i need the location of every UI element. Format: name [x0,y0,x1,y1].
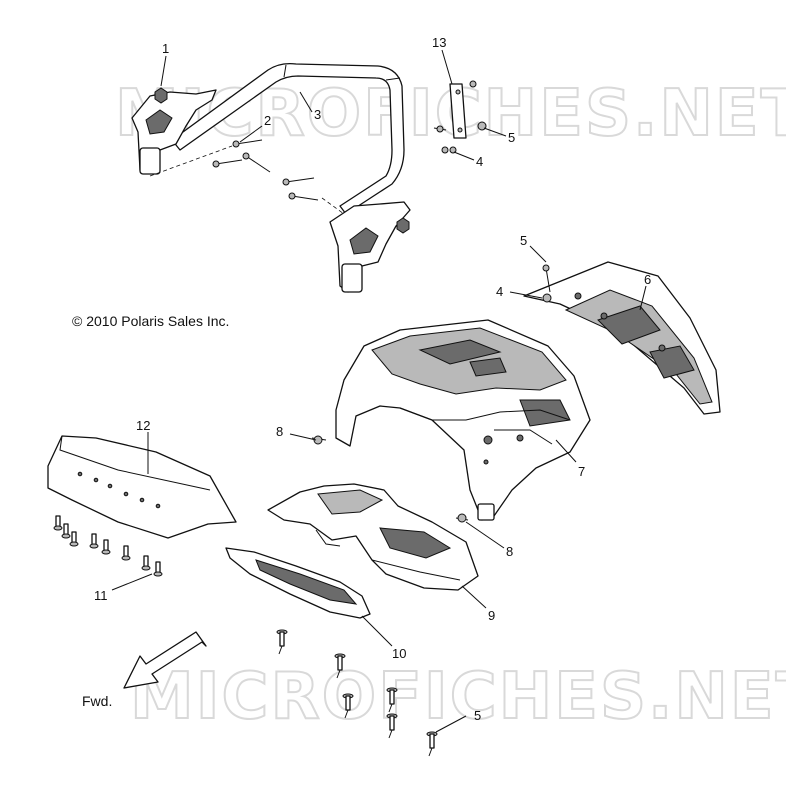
rivets-11 [53,515,163,577]
copyright-notice: © 2010 Polaris Sales Inc. [72,313,229,329]
skid-plate-12 [47,435,237,539]
washer-4-panel [542,293,552,303]
skid-plate-holes [77,471,161,509]
rear-fender-7 [335,319,591,521]
strap-assembly [433,80,487,154]
roll-bar-tube [171,62,405,215]
callout-8-right: 8 [506,544,513,559]
callout-4-panel: 4 [496,284,503,299]
callout-1: 1 [162,41,169,56]
bolt-2e [288,192,319,201]
washer-top [469,80,477,88]
screw-5-top [433,125,447,133]
callout-9: 9 [488,608,495,623]
callout-5-top: 5 [508,130,515,145]
bolt-2b [212,159,243,168]
callout-4-top: 4 [476,154,483,169]
rivets-5-bottom [276,629,438,757]
forward-arrow-icon [123,631,207,689]
callouts: 1 2 3 13 4 5 5 4 6 7 8 8 9 10 11 12 5 [94,35,651,723]
washer-4-top [441,146,457,154]
callout-13: 13 [432,35,446,50]
callout-5-bottom: 5 [474,708,481,723]
forward-label: Fwd. [82,693,112,709]
left-mount-post [139,147,161,175]
bolt-2a [232,139,263,148]
callout-6: 6 [644,272,651,287]
callout-5-panel: 5 [520,233,527,248]
watermark-bottom: MICROFICHES.NET [130,660,786,734]
nut-right [396,217,410,234]
callout-11: 11 [94,588,108,603]
roll-bar-assembly [131,62,411,293]
callout-8-left: 8 [276,424,283,439]
callout-10: 10 [392,646,406,661]
callout-7: 7 [578,464,585,479]
callout-3: 3 [314,107,321,122]
center-liner-9 [267,483,479,591]
screw-8-right [455,513,469,523]
callout-2: 2 [264,113,271,128]
rear-panel-6 [523,261,721,415]
nut-1 [154,87,168,104]
leader-lines [111,49,647,733]
strap-13 [449,83,467,139]
bolt-2c [242,152,271,173]
screw-5-panel [542,264,551,293]
callout-12: 12 [136,418,150,433]
side-trim-10 [225,547,371,619]
right-mount-post [341,263,363,293]
bolt-2d [282,177,315,186]
